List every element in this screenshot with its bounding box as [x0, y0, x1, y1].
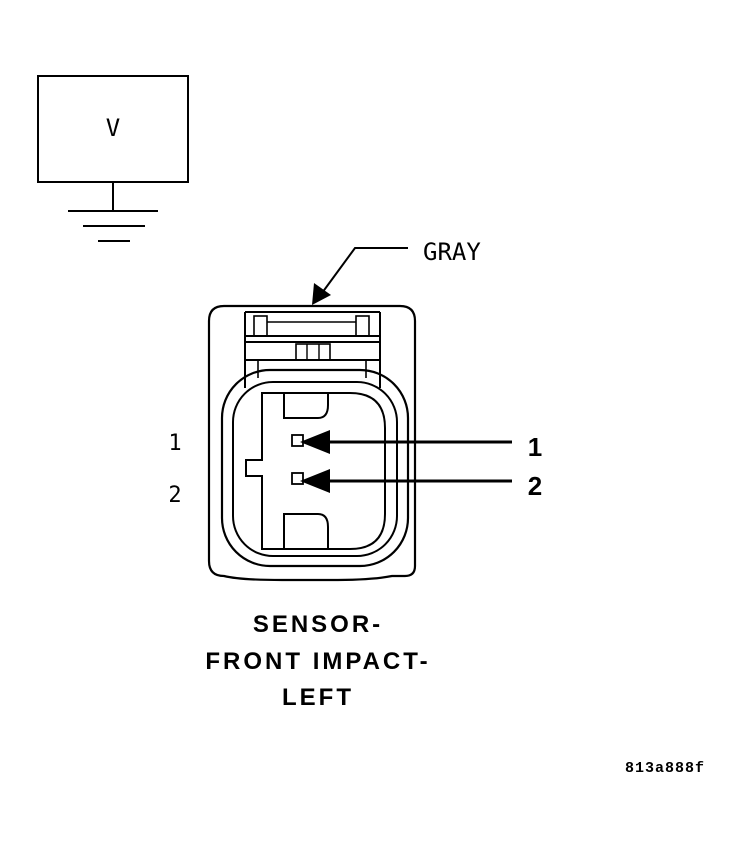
pin-2-callout-label: 2 — [528, 471, 542, 501]
pin-2-arrowhead — [300, 469, 330, 493]
side-pin-number-2: 2 — [168, 483, 181, 508]
terminal-cavity — [245, 392, 386, 550]
connector-outer-housing — [207, 304, 417, 582]
pin-callout-2: 2 — [300, 469, 542, 501]
voltmeter: V — [37, 75, 189, 242]
wire-color-label: GRAY — [423, 238, 481, 266]
connector-title-line-2: FRONT IMPACT- — [205, 648, 430, 675]
terminal-pin-2 — [291, 472, 304, 485]
pin-callout-1: 1 — [300, 430, 542, 462]
connector-seal-inner — [232, 381, 398, 557]
connector-title-line-1: SENSOR- — [253, 611, 383, 638]
voltmeter-label: V — [106, 114, 120, 142]
terminal-pin-1 — [291, 434, 304, 447]
ground-icon — [68, 210, 158, 242]
pin-1-callout-label: 1 — [528, 432, 542, 462]
connector-latch — [244, 311, 381, 388]
wire-color-arrowhead — [312, 283, 331, 305]
connector-title-line-3: LEFT — [282, 684, 354, 711]
connector-body — [207, 304, 417, 582]
key-block-top — [283, 393, 329, 419]
key-block-bottom — [283, 513, 329, 549]
wire-color-leader — [321, 247, 408, 294]
wire-color-callout: GRAY — [312, 238, 481, 305]
connector-seal-outer — [220, 368, 410, 568]
side-pin-number-1: 1 — [168, 431, 181, 456]
connector-title: SENSOR- FRONT IMPACT- LEFT — [205, 611, 430, 711]
pin-1-arrowhead — [300, 430, 330, 454]
figure-id: 813a888f — [625, 760, 705, 777]
